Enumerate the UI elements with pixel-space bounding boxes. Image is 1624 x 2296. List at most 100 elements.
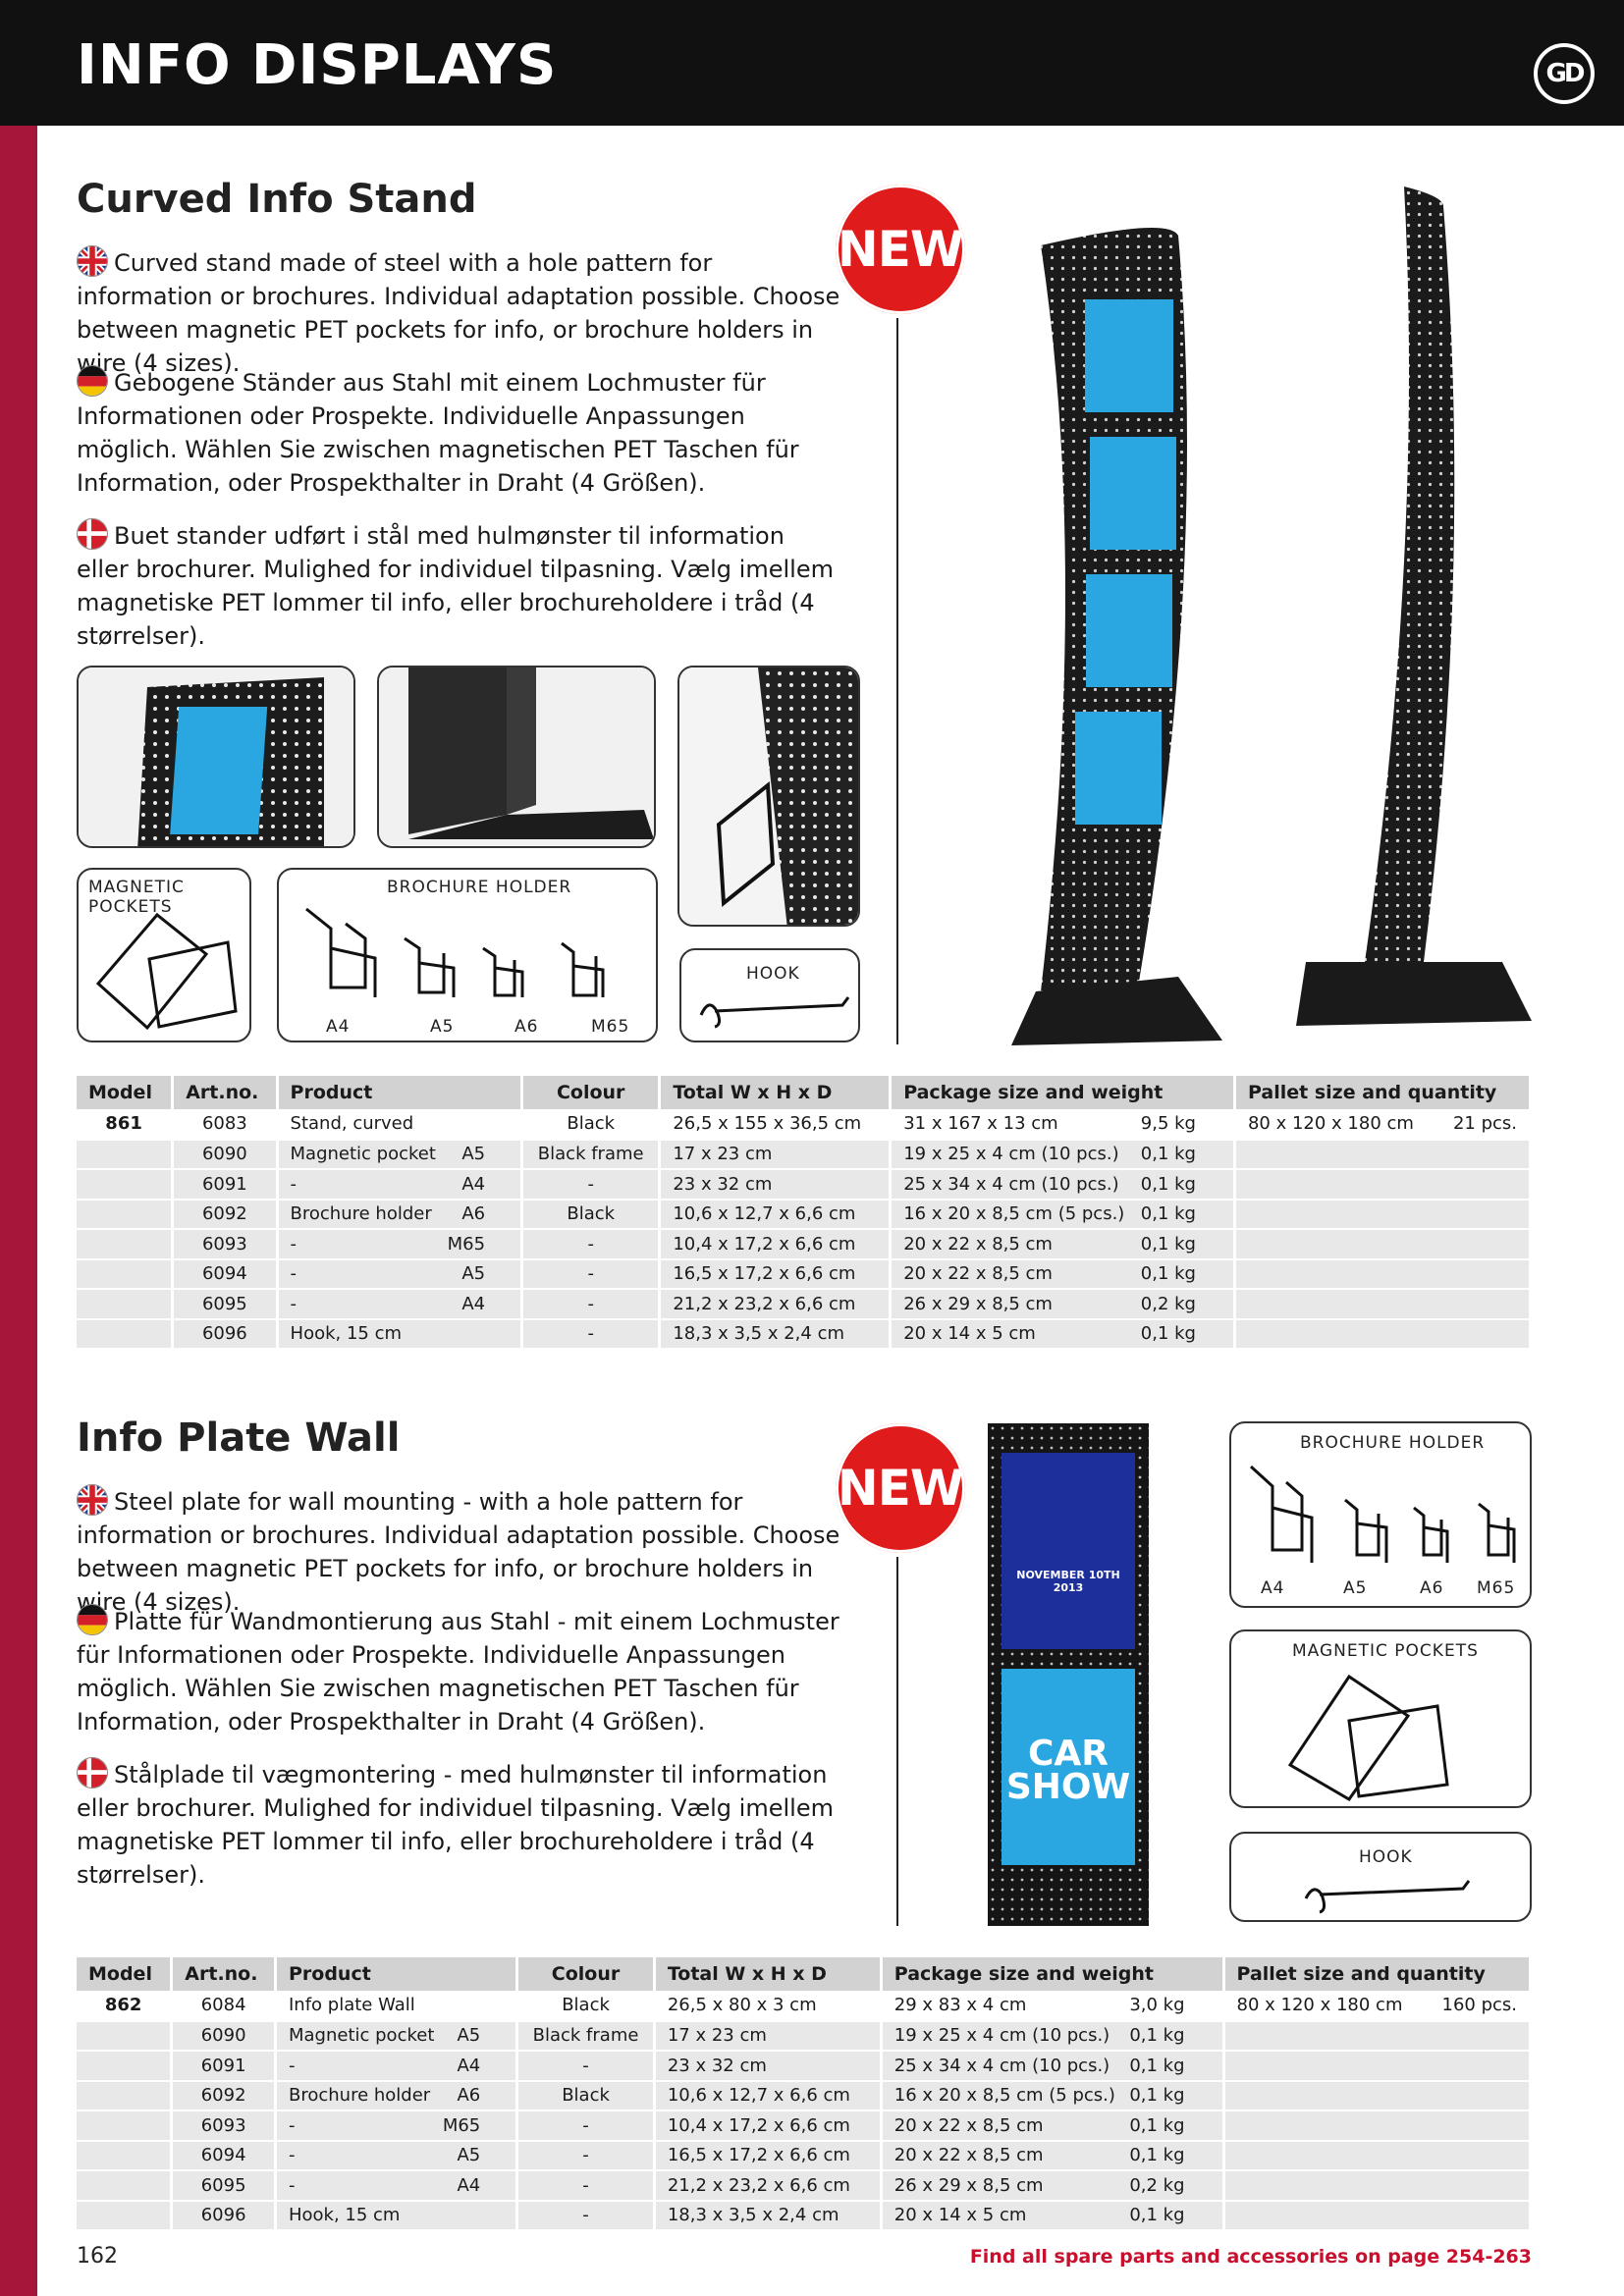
cell-pallet <box>1234 1139 1533 1170</box>
package-weight: 0,1 kg <box>1129 2055 1185 2076</box>
package-weight: 0,1 kg <box>1129 2085 1185 2107</box>
cell-artno: 6091 <box>172 1169 279 1201</box>
cell-pallet <box>1223 2110 1533 2142</box>
product-name: - <box>290 1263 298 1285</box>
cell-artno: 6096 <box>172 1318 279 1350</box>
cell-dimensions: 23 x 32 cm <box>654 2051 883 2082</box>
cell-colour: - <box>516 2110 656 2142</box>
cell-pallet <box>1223 2170 1533 2202</box>
cell-product: -A5 <box>275 2140 519 2171</box>
uk-flag-icon <box>77 1484 108 1516</box>
size-a4: A4 <box>1261 1578 1285 1598</box>
cell-product: -A4 <box>277 1169 524 1201</box>
package-size: 29 x 83 x 4 cm <box>893 1995 1027 2016</box>
text-da: Buet stander udført i stål med hulmønste… <box>77 522 834 650</box>
hook-box-2: HOOK <box>1229 1832 1532 1922</box>
cell-model <box>77 2020 174 2052</box>
product-name: Stand, curved <box>290 1113 414 1135</box>
product-size: A6 <box>461 1203 486 1225</box>
new-badge: NEW <box>836 1423 965 1553</box>
product-size: A5 <box>461 1263 486 1285</box>
cell-artno: 6092 <box>171 2080 277 2111</box>
new-badge: NEW <box>836 185 965 314</box>
cell-model <box>77 1318 175 1350</box>
size-m65: M65 <box>591 1017 630 1037</box>
package-weight: 0,1 kg <box>1129 2205 1185 2226</box>
description-da-2: Stålplade til vægmontering - med hulmøns… <box>77 1757 842 1892</box>
brochure-holder-label: BROCHURE HOLDER <box>387 878 572 897</box>
col-product: Product <box>277 1076 524 1109</box>
pallet-size: 80 x 120 x 180 cm <box>1236 1995 1403 2016</box>
cell-pallet <box>1234 1258 1533 1290</box>
cell-colour: - <box>516 2170 656 2202</box>
product-name: Brochure holder <box>288 2085 431 2107</box>
cell-colour: - <box>521 1258 662 1290</box>
cell-package: 25 x 34 x 4 cm (10 pcs.)0,1 kg <box>881 2051 1225 2082</box>
product-name: - <box>290 1233 298 1255</box>
col-dimensions: Total W x H x D <box>654 1957 883 1991</box>
cell-dimensions: 26,5 x 155 x 36,5 cm <box>659 1109 893 1141</box>
german-flag-icon <box>77 365 108 397</box>
product-size: A4 <box>457 2055 481 2076</box>
cell-dimensions: 10,6 x 12,7 x 6,6 cm <box>659 1199 893 1230</box>
page-number: 162 <box>77 2244 118 2269</box>
cell-dimensions: 16,5 x 17,2 x 6,6 cm <box>659 1258 893 1290</box>
text-da: Stålplade til vægmontering - med hulmøns… <box>77 1761 834 1889</box>
german-flag-icon <box>77 1604 108 1635</box>
cell-artno: 6095 <box>171 2170 277 2202</box>
cell-colour: - <box>521 1289 662 1320</box>
cell-model <box>77 1289 175 1320</box>
text-de: Gebogene Ständer aus Stahl mit einem Loc… <box>77 369 799 497</box>
product-name: Brochure holder <box>290 1203 432 1225</box>
cell-dimensions: 10,6 x 12,7 x 6,6 cm <box>654 2080 883 2111</box>
cell-product: -M65 <box>277 1229 524 1260</box>
product-name: Hook, 15 cm <box>290 1323 403 1345</box>
cell-dimensions: 17 x 23 cm <box>659 1139 893 1170</box>
magnetic-pockets-box-2: MAGNETIC POCKETS <box>1229 1629 1532 1808</box>
cell-colour: - <box>521 1318 662 1350</box>
cell-dimensions: 18,3 x 3,5 x 2,4 cm <box>659 1318 893 1350</box>
size-a6: A6 <box>514 1017 539 1037</box>
cell-product: - A5 <box>277 1258 524 1290</box>
product-name: - <box>288 2145 296 2166</box>
danish-flag-icon <box>77 1757 108 1789</box>
col-model: Model <box>77 1957 174 1991</box>
cell-product: -A4 <box>277 1289 524 1320</box>
brochure-holder-label: BROCHURE HOLDER <box>1300 1433 1486 1453</box>
cell-artno: 6091 <box>171 2051 277 2082</box>
package-size: 31 x 167 x 13 cm <box>903 1113 1058 1135</box>
cell-model <box>77 1229 175 1260</box>
cell-colour: Black frame <box>521 1139 662 1170</box>
cell-colour: - <box>516 2200 656 2231</box>
text-en: Curved stand made of steel with a hole p… <box>77 249 840 377</box>
cell-model <box>77 1258 175 1290</box>
hook-label: HOOK <box>746 964 800 984</box>
cell-artno: 6093 <box>172 1229 279 1260</box>
pallet-size: 80 x 120 x 180 cm <box>1247 1113 1414 1135</box>
package-weight: 0,1 kg <box>1129 2025 1185 2047</box>
package-size: 26 x 29 x 8,5 cm <box>893 2174 1044 2196</box>
brochure-holder-box: BROCHURE HOLDER A4 A5 A6 M65 <box>277 868 658 1042</box>
package-size: 16 x 20 x 8,5 cm (5 pcs.) <box>893 2085 1115 2107</box>
size-a5: A5 <box>1343 1578 1368 1598</box>
cell-product: -A4 <box>275 2051 519 2082</box>
spare-parts-link[interactable]: Find all spare parts and accessories on … <box>969 2246 1532 2268</box>
package-weight: 0,1 kg <box>1140 1323 1196 1345</box>
cell-model <box>77 2110 174 2142</box>
product-name: - <box>288 2114 296 2136</box>
size-a5: A5 <box>430 1017 455 1037</box>
cell-artno: 6094 <box>171 2140 277 2171</box>
cell-model <box>77 2170 174 2202</box>
divider-line <box>896 318 898 1044</box>
product-size: M65 <box>442 2114 481 2136</box>
